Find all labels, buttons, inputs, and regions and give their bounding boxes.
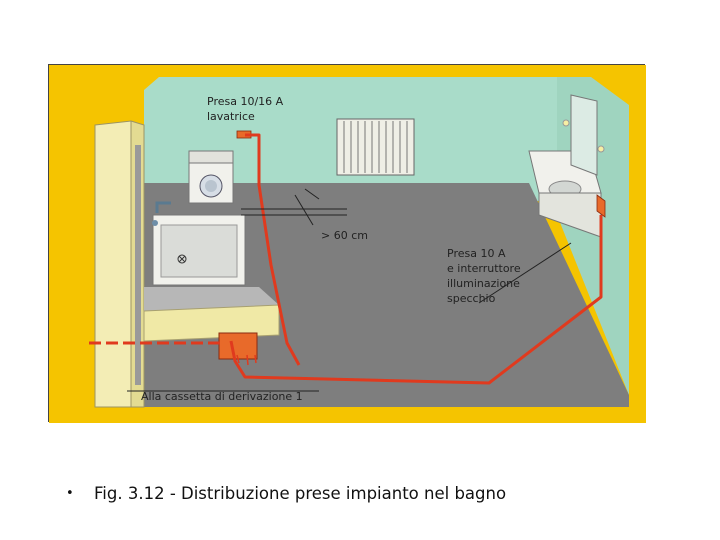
washer-socket-label-line2: lavatrice [207, 110, 255, 123]
wire-to-washer [245, 133, 301, 366]
mirror-socket-label: Presa 10 A e interruttore illuminazione … [447, 247, 524, 305]
mirror-leader [478, 242, 572, 304]
junction-box-icon [218, 332, 258, 360]
washer-socket-label: Presa 10/16 A lavatrice [207, 95, 287, 123]
washing-machine-drum [205, 180, 217, 192]
mirror-socket-label-line4: specchio [447, 292, 496, 305]
tap-icon [155, 201, 171, 213]
caption-bullet: • [66, 486, 74, 501]
tap-knob [152, 220, 158, 226]
partition-wall [94, 120, 132, 408]
distance-label: > 60 cm [321, 229, 368, 242]
bathtub-inner [160, 224, 238, 278]
caption: • Fig. 3.12 - Distribuzione prese impiant… [66, 484, 506, 508]
mirror-socket-label-line2: e interruttore [447, 262, 521, 275]
tub-ledge [144, 287, 279, 311]
mirror-icon [562, 94, 605, 176]
wire-to-mirror [229, 215, 603, 385]
drain-cross [178, 255, 186, 263]
floor [144, 183, 629, 407]
radiator-icon [336, 118, 415, 176]
wiring [229, 133, 603, 385]
diagram-canvas: Presa 10/16 A lavatrice > 60 cm Presa 10… [49, 65, 646, 423]
tub-base [143, 304, 280, 342]
drain-icon [177, 254, 187, 264]
caption-text: Fig. 3.12 - Distribuzione prese impianto… [94, 484, 507, 503]
distance-leader [304, 188, 320, 200]
distance-lines [241, 194, 347, 226]
bathroom-wiring-diagram: Presa 10/16 A lavatrice > 60 cm Presa 10… [48, 64, 646, 423]
mirror-socket-label-line3: illuminazione [447, 277, 520, 290]
partition-stone-edge [135, 145, 141, 385]
junction-box-label: Alla cassetta di derivazione 1 [141, 390, 303, 403]
socket-mirror-icon [596, 194, 606, 218]
washing-machine-top [188, 150, 234, 164]
mirror-socket-label-line1: Presa 10 A [447, 247, 506, 260]
washer-socket-label-line1: Presa 10/16 A [207, 95, 284, 108]
